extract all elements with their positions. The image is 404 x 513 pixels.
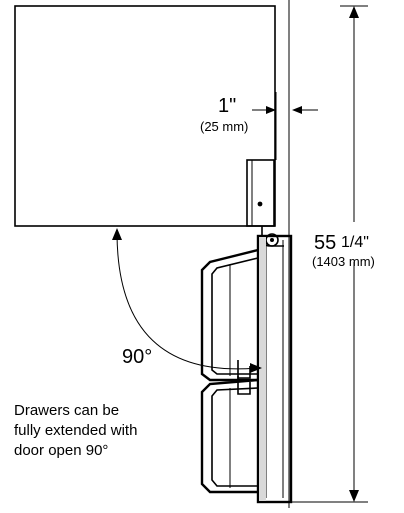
note-line-3: door open 90°	[14, 442, 108, 459]
gap-dimension-arrows	[252, 92, 318, 160]
arc-arrowhead-top	[112, 228, 122, 240]
height-dimension-metric: (1403 mm)	[312, 254, 375, 269]
arc-arrowhead-right	[250, 363, 262, 373]
hinge-bracket	[246, 159, 275, 227]
swing-arc	[112, 228, 262, 373]
refrigerator-cabinet	[14, 5, 276, 227]
height-dimension-line	[292, 5, 368, 503]
height-dimension-fraction: 1/4"	[341, 234, 369, 251]
note-line-1: Drawers can be	[14, 402, 119, 419]
angle-label: 90°	[122, 346, 152, 368]
open-door	[256, 234, 293, 504]
note-line-2: fully extended with	[14, 422, 137, 439]
upper-drawer	[200, 248, 259, 382]
lower-drawer	[200, 376, 259, 494]
gap-dimension-value: 1"	[218, 95, 236, 117]
height-dimension-whole: 55	[314, 232, 336, 254]
gap-dimension-metric: (25 mm)	[200, 119, 248, 134]
